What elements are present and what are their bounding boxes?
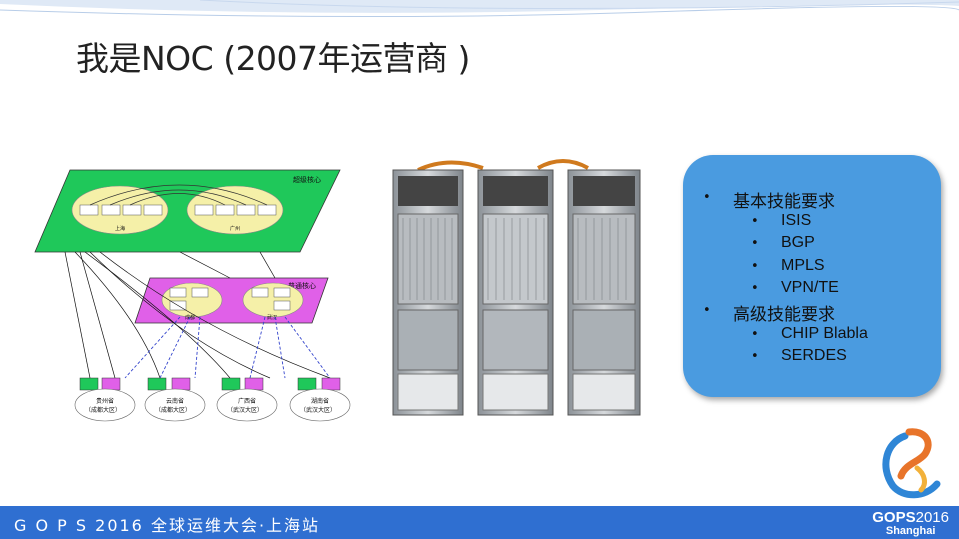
footer-brand-year: 2016 [915,509,949,526]
gops-logo-icon [882,428,941,499]
bullet-icon: • [751,214,759,229]
skill-item: ISIS [781,212,812,229]
rack-3 [567,169,641,416]
skill-item: SERDES [781,347,847,364]
router-racks-image [392,159,641,416]
bullet-icon: • [751,259,759,274]
footer-brand-main: GOPS [872,509,916,526]
province-guangxi-region: （武汉大区） [227,406,263,414]
core-node-shanghai-label: 上海 [115,225,125,232]
advanced-skills-heading: 高级技能要求 [733,305,835,325]
bullet-icon: • [703,190,711,205]
header-swoosh-decoration [0,0,959,18]
skill-item: VPN/TE [781,279,839,296]
skill-item: CHIP Blabla [781,325,868,342]
footer-brand: GOPS2016 Shanghai [872,510,949,537]
network-topology-diagram: 超级核心 上海 广州 普通核心 成都 武汉 贵州省 （成都大区） [34,169,351,422]
basic-skills-heading: 基本技能要求 [733,192,835,212]
bullet-icon: • [751,236,759,251]
slide-title: 我是NOC (2007年运营商 ) [76,39,470,78]
province-yunnan: 云南省 [166,397,184,405]
core-label: 超级核心 [293,175,321,184]
core-node-guangzhou [186,185,284,235]
rack-2 [477,169,554,416]
skill-item: BGP [781,234,815,251]
bullet-icon: • [703,303,711,318]
province-yunnan-region: （成都大区） [155,406,191,414]
core-node-guangzhou-label: 广州 [230,225,240,232]
footer-event-title: G O P S 2016 全球运维大会·上海站 [14,516,321,535]
province-guizhou-region: （成都大区） [85,406,121,414]
bullet-icon: • [751,349,759,364]
province-hunan-region: （武汉大区） [300,406,336,414]
province-groups [74,377,351,422]
footer-brand-city: Shanghai [885,525,936,537]
province-guizhou: 贵州省 [96,397,114,405]
normal-node-wuhan-label: 武汉 [267,314,277,321]
footer-bar: G O P S 2016 全球运维大会·上海站 GOPS2016 Shangha… [0,506,959,539]
bullet-icon: • [751,327,759,342]
skill-item: MPLS [781,257,825,274]
normal-label: 普通核心 [288,281,316,290]
bullet-icon: • [751,281,759,296]
province-guangxi: 广西省 [238,397,256,405]
province-hunan: 湖南省 [311,397,329,405]
skills-callout: • 基本技能要求 • ISIS • BGP • MPLS • VPN/TE • … [683,155,941,397]
rack-1 [392,169,464,416]
